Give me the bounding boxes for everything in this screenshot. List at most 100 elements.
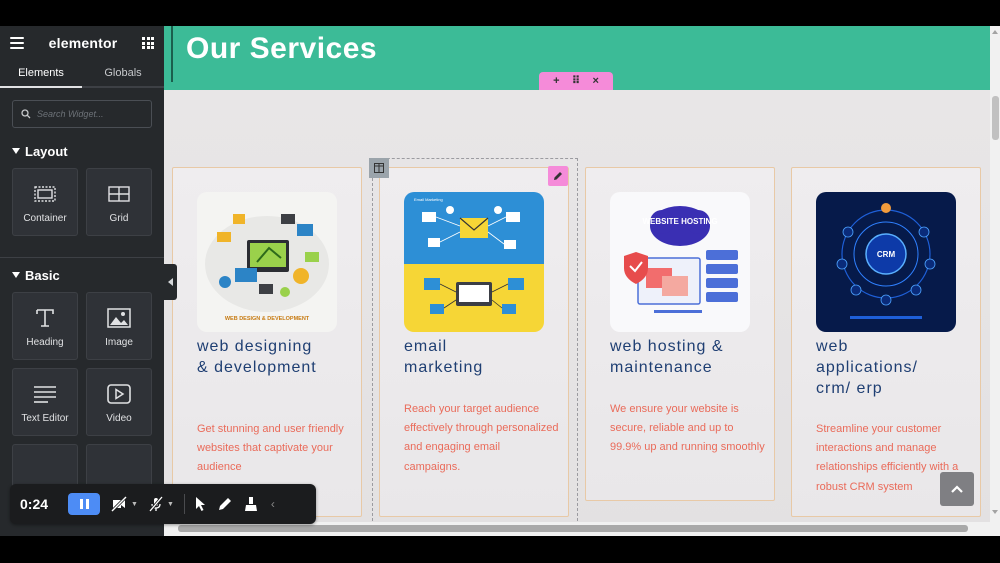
widget-image[interactable]: Image xyxy=(86,292,152,360)
caret-down-icon: ▼ xyxy=(166,500,174,508)
pen-tool-button[interactable] xyxy=(217,492,233,516)
camera-off-button[interactable]: ▼ xyxy=(110,492,138,516)
column-layout-icon xyxy=(374,163,384,173)
heading-icon xyxy=(34,305,56,331)
apps-grid-icon[interactable] xyxy=(142,37,154,49)
hamburger-menu-icon[interactable] xyxy=(10,37,24,49)
card-title-line: web designing xyxy=(197,338,313,355)
pause-button[interactable] xyxy=(68,493,100,515)
panel-header: elementor xyxy=(0,26,164,60)
page-preview: Our Services + ⠿ × xyxy=(164,26,990,536)
page-title: Our Services xyxy=(186,32,378,65)
widget-container[interactable]: Container xyxy=(12,168,78,236)
card-description: Reach your target audience effectively t… xyxy=(404,403,559,473)
grid-icon xyxy=(108,181,130,207)
letterbox-bar xyxy=(0,536,1000,563)
edit-widget-button[interactable] xyxy=(548,166,568,186)
card-title: web designing & development xyxy=(197,336,347,378)
chevron-left-icon xyxy=(168,278,173,286)
column-handle[interactable] xyxy=(369,158,389,178)
crm-image-caption: CRM xyxy=(877,250,896,259)
horizontal-scrollbar[interactable] xyxy=(164,522,990,536)
pen-icon xyxy=(218,498,231,510)
category-basic-label: Basic xyxy=(25,267,60,283)
web-hosting-illustration: WEBSITE HOSTING xyxy=(610,192,750,332)
widget-heading-label: Heading xyxy=(26,336,64,348)
service-card-web-design[interactable]: WEB DESIGN & DEVELOPMENT web designing &… xyxy=(172,167,362,517)
card-title-line: crm/ erp xyxy=(816,380,883,397)
web-hosting-image-caption: WEBSITE HOSTING xyxy=(642,217,717,226)
mic-off-icon xyxy=(148,496,164,512)
container-icon xyxy=(34,181,56,207)
collapse-panel-button[interactable] xyxy=(164,264,177,300)
card-title: web hosting & maintenance xyxy=(610,336,760,378)
browser-viewport: elementor Elements Globals Layout Contai… xyxy=(0,26,1000,536)
chevron-up-icon xyxy=(951,485,963,493)
caret-down-icon xyxy=(12,148,20,154)
card-title-line: applications/ xyxy=(816,359,918,376)
card-title-line: web xyxy=(816,338,849,355)
service-card-email-marketing[interactable]: Email Marketing email marketing Reach yo… xyxy=(379,167,569,517)
web-design-image-caption: WEB DESIGN & DEVELOPMENT xyxy=(225,316,310,322)
widget-grid-label: Grid xyxy=(109,212,129,224)
card-description: We ensure your website is secure, reliab… xyxy=(610,403,765,454)
cursor-icon xyxy=(195,497,205,511)
tab-globals[interactable]: Globals xyxy=(82,60,164,88)
video-icon xyxy=(107,381,131,407)
camera-off-icon xyxy=(110,496,128,512)
services-header-section[interactable]: Our Services xyxy=(164,26,990,90)
highlighter-icon xyxy=(244,497,257,511)
search-widget-box xyxy=(12,100,152,128)
service-card-crm-erp[interactable]: CRM web applications/ crm/ erp Streamlin… xyxy=(791,167,981,517)
tab-elements[interactable]: Elements xyxy=(0,60,82,88)
drag-handle-icon[interactable]: ⠿ xyxy=(571,75,581,87)
close-icon[interactable]: × xyxy=(592,75,599,87)
caret-down-icon: ▼ xyxy=(131,500,138,508)
card-title-line: maintenance xyxy=(610,359,713,376)
panel-tabs: Elements Globals xyxy=(0,60,164,88)
scroll-to-top-button[interactable] xyxy=(940,472,974,506)
eraser-tool-button[interactable] xyxy=(243,492,259,516)
selected-column-outline xyxy=(372,158,578,536)
card-title: web applications/ crm/ erp xyxy=(816,336,966,399)
elementor-panel: elementor Elements Globals Layout Contai… xyxy=(0,26,164,536)
widget-grid[interactable]: Grid xyxy=(86,168,152,236)
category-layout-label: Layout xyxy=(25,143,68,159)
search-icon xyxy=(21,109,31,119)
caret-down-icon xyxy=(12,272,20,278)
section-handle[interactable]: + ⠿ × xyxy=(539,72,613,90)
email-marketing-image-caption: Email Marketing xyxy=(414,197,443,202)
card-title-line: web hosting & xyxy=(610,338,724,355)
collapse-toolbar-icon[interactable]: ‹ xyxy=(270,497,275,511)
elementor-logo: elementor xyxy=(48,35,118,51)
pencil-icon xyxy=(554,172,562,180)
crm-illustration: CRM xyxy=(816,192,956,332)
pointer-tool-button[interactable] xyxy=(195,492,207,516)
card-title-line: email xyxy=(404,338,448,355)
add-section-icon[interactable]: + xyxy=(553,75,560,87)
image-icon xyxy=(107,305,131,331)
service-card-web-hosting[interactable]: WEBSITE HOSTING web hosting & maintenanc… xyxy=(585,167,775,501)
mic-off-button[interactable]: ▼ xyxy=(148,492,174,516)
recording-time: 0:24 xyxy=(20,496,49,512)
widget-text-editor[interactable]: Text Editor xyxy=(12,368,78,436)
widget-container-label: Container xyxy=(23,212,67,224)
text-editor-icon xyxy=(33,381,57,407)
search-widget-input[interactable] xyxy=(37,109,143,119)
card-title: email marketing xyxy=(404,336,554,378)
vertical-scrollbar[interactable] xyxy=(990,26,1000,536)
widget-video-label: Video xyxy=(106,412,132,424)
card-title-line: & development xyxy=(197,359,317,376)
category-basic[interactable]: Basic xyxy=(0,264,164,286)
card-description: Streamline your customer interactions an… xyxy=(816,423,959,493)
widget-heading[interactable]: Heading xyxy=(12,292,78,360)
web-design-illustration: WEB DESIGN & DEVELOPMENT xyxy=(197,192,337,332)
widget-video[interactable]: Video xyxy=(86,368,152,436)
widget-text-editor-label: Text Editor xyxy=(21,412,69,424)
screen-recorder-toolbar: 0:24 ▼ ▼ ‹ xyxy=(10,484,316,524)
email-marketing-illustration: Email Marketing xyxy=(404,192,544,332)
category-layout[interactable]: Layout xyxy=(0,140,164,162)
card-title-line: marketing xyxy=(404,359,484,376)
card-description: Get stunning and user friendly websites … xyxy=(197,423,344,474)
widget-image-label: Image xyxy=(105,336,133,348)
